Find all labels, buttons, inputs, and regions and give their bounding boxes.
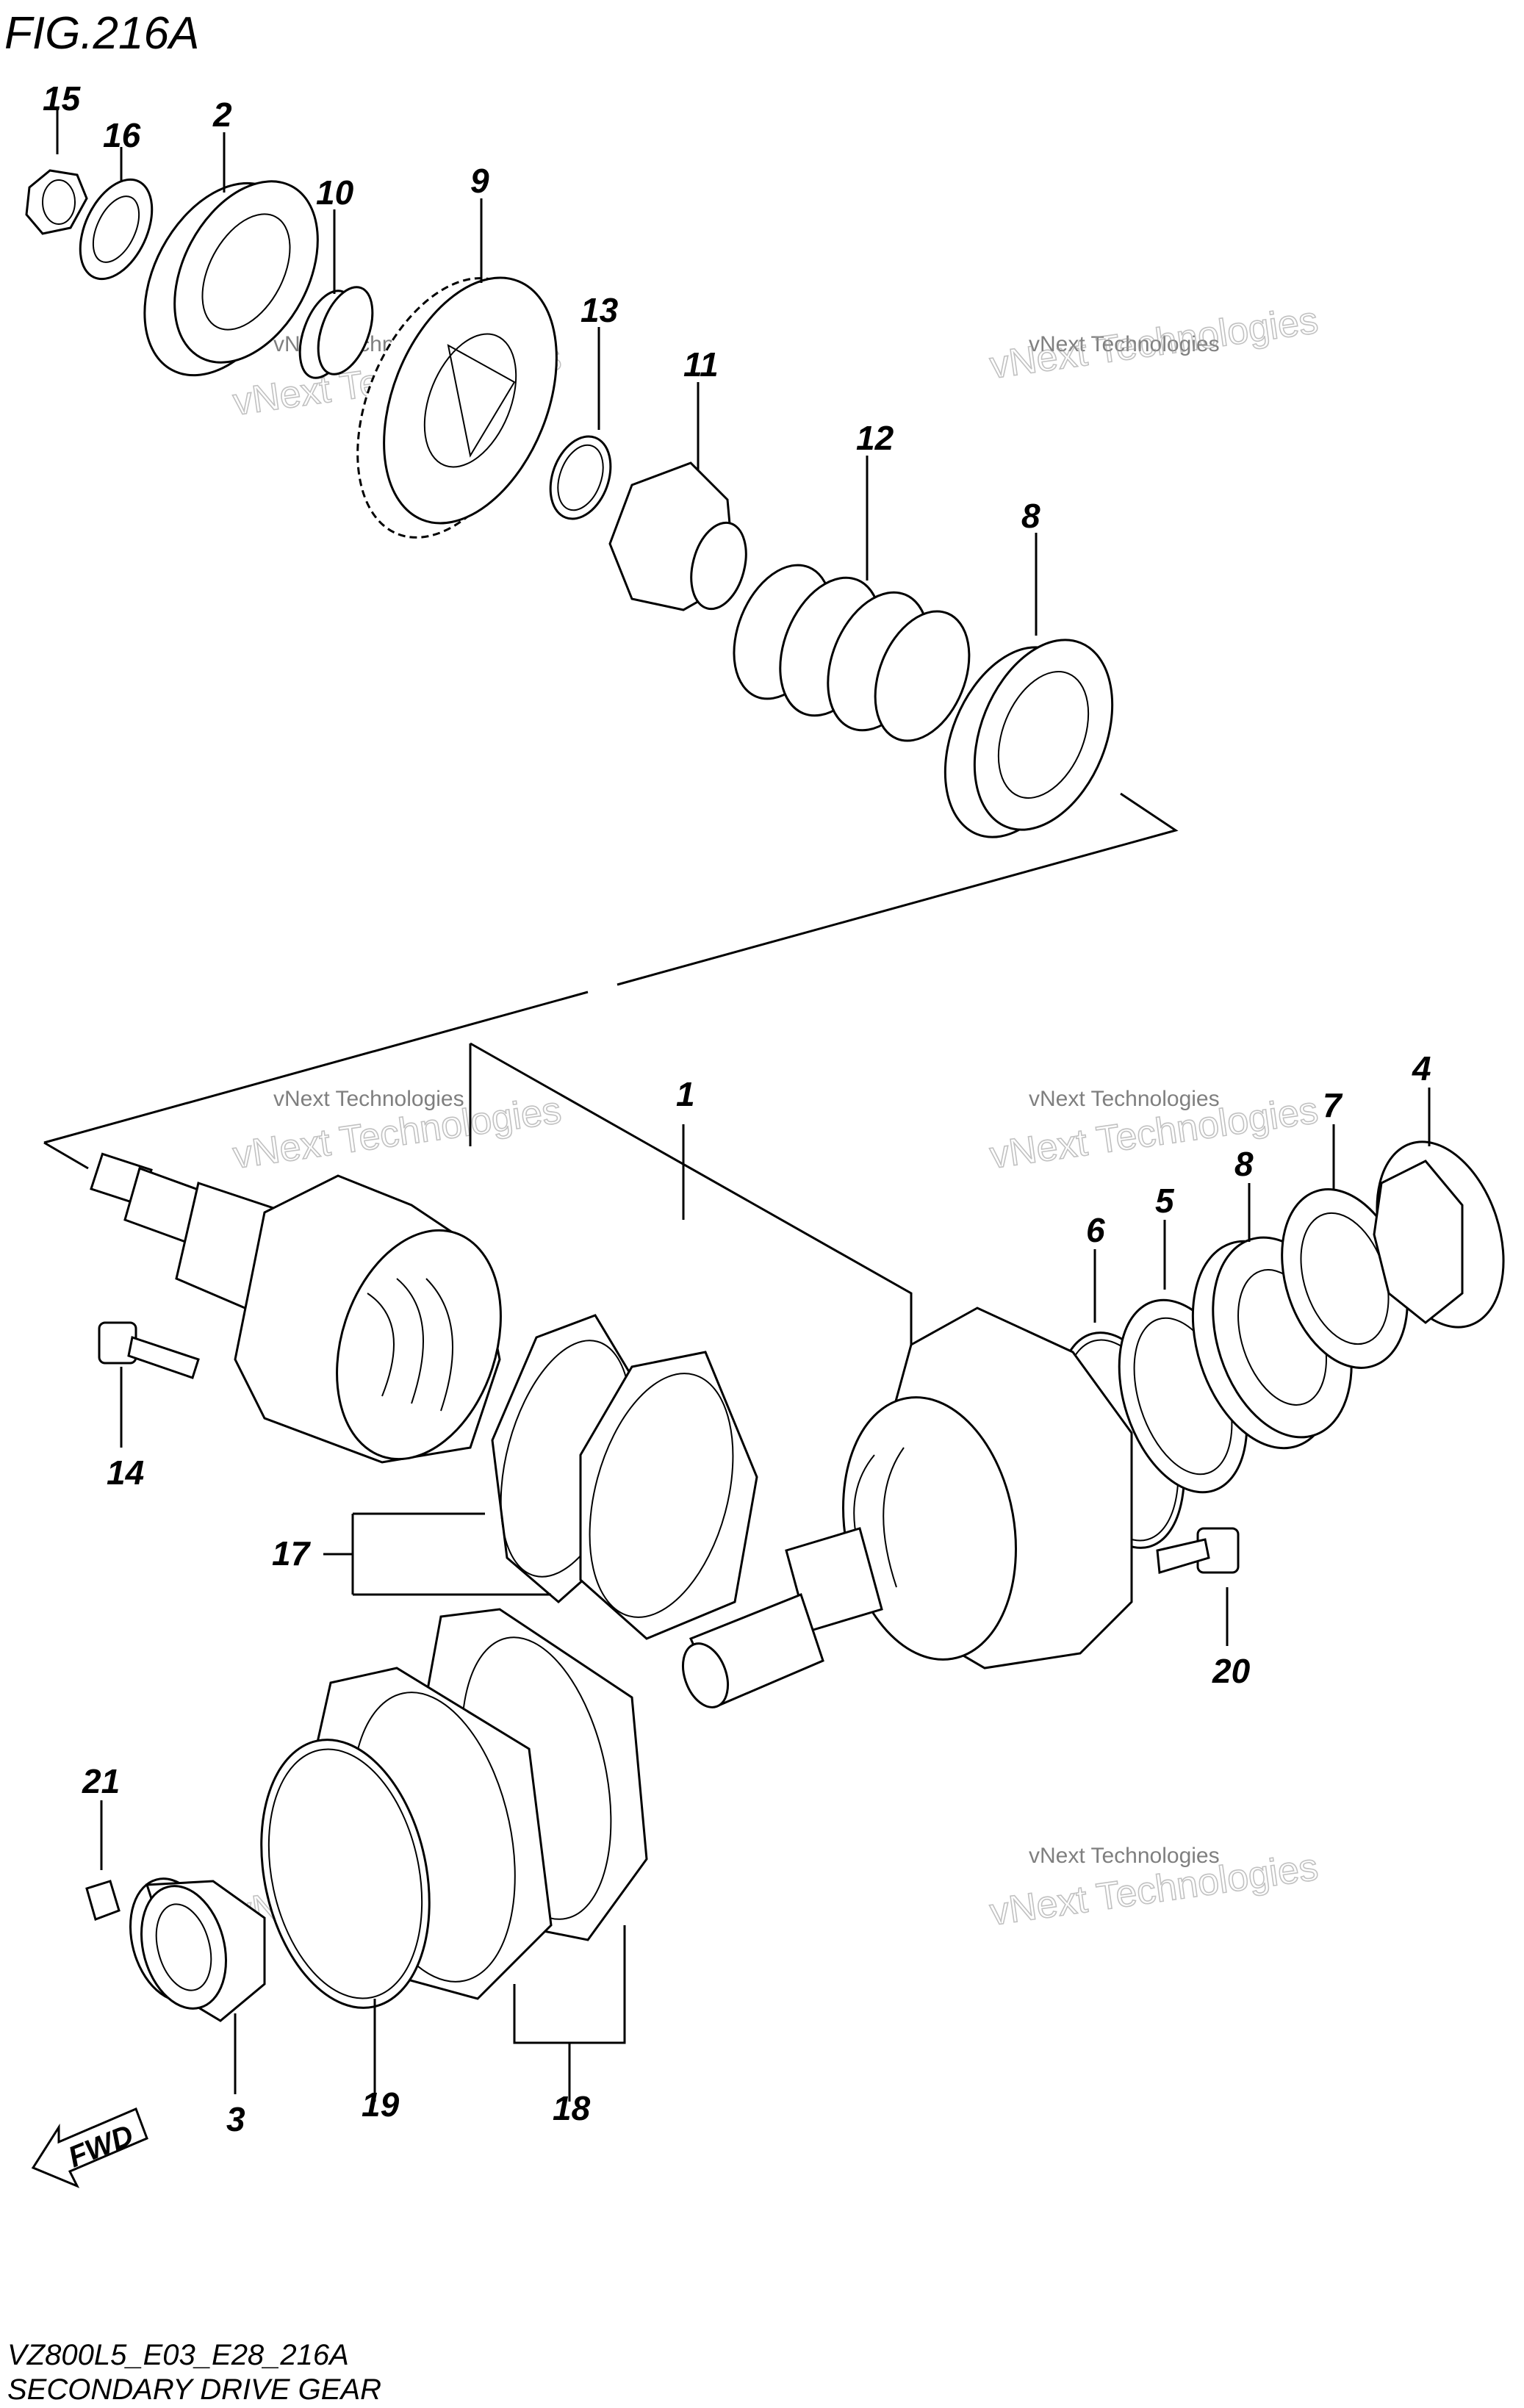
callout-3: 3 bbox=[226, 2100, 245, 2138]
callout-1: 1 bbox=[676, 1075, 695, 1113]
callout-13: 13 bbox=[581, 291, 619, 329]
part-21-pin bbox=[85, 1800, 121, 1921]
part-1-drive-shaft bbox=[90, 1124, 685, 1464]
callout-4: 4 bbox=[1412, 1049, 1431, 1088]
part-3-needle-bearing bbox=[129, 1877, 266, 2094]
callout-19: 19 bbox=[362, 2085, 400, 2124]
part-15-nut bbox=[25, 110, 88, 235]
callout-21: 21 bbox=[82, 1762, 120, 1800]
part-2-bearing bbox=[143, 132, 319, 377]
callout-14: 14 bbox=[107, 1453, 144, 1492]
part-14-bolt bbox=[98, 1321, 200, 1448]
callout-2: 2 bbox=[212, 96, 232, 134]
fwd-arrow-icon: FWD bbox=[31, 2107, 148, 2188]
callout-20: 20 bbox=[1212, 1652, 1251, 1690]
watermark-small-2: vNext Technologies bbox=[1029, 332, 1220, 356]
part-10-spacer bbox=[298, 209, 374, 379]
part-9-gear bbox=[356, 198, 558, 539]
callout-17: 17 bbox=[272, 1534, 312, 1573]
assembly-lines bbox=[43, 792, 1179, 1345]
part-19-o-ring bbox=[260, 1739, 431, 2102]
watermark-small-3: vNext Technologies bbox=[273, 1087, 464, 1111]
part-17-gaskets bbox=[323, 1314, 758, 1640]
part-20-bolt bbox=[1156, 1527, 1240, 1646]
part-4-nut bbox=[1373, 1088, 1505, 1329]
part-11-cam bbox=[608, 382, 747, 611]
watermark-big-2: vNext Technologies bbox=[988, 299, 1321, 387]
watermark-small-4: vNext Technologies bbox=[1029, 1087, 1220, 1111]
callout-5: 5 bbox=[1155, 1182, 1175, 1220]
diagram-name: SECONDARY DRIVE GEAR bbox=[7, 2373, 381, 2406]
callout-8-lower: 8 bbox=[1234, 1145, 1254, 1183]
callout-12: 12 bbox=[856, 419, 894, 457]
callout-9: 9 bbox=[470, 162, 489, 200]
callout-8-upper: 8 bbox=[1021, 497, 1040, 535]
callout-18: 18 bbox=[553, 2089, 591, 2127]
callout-6: 6 bbox=[1086, 1211, 1105, 1249]
callout-7: 7 bbox=[1323, 1086, 1343, 1124]
diagram-code: VZ800L5_E03_E28_216A bbox=[7, 2339, 349, 2371]
part-16-washer bbox=[79, 147, 154, 281]
part-8-bearing-upper bbox=[943, 533, 1114, 838]
watermark-small-6: vNext Technologies bbox=[1029, 1844, 1220, 1868]
callout-11: 11 bbox=[683, 345, 719, 384]
callout-15: 15 bbox=[43, 79, 82, 118]
part-13-circlip bbox=[549, 327, 612, 520]
part-1-driven-pinion bbox=[682, 1307, 1133, 1708]
part-12-spring bbox=[733, 456, 971, 742]
callout-10: 10 bbox=[316, 173, 354, 212]
callout-16: 16 bbox=[103, 116, 141, 154]
figure-title: FIG.216A bbox=[4, 8, 199, 59]
